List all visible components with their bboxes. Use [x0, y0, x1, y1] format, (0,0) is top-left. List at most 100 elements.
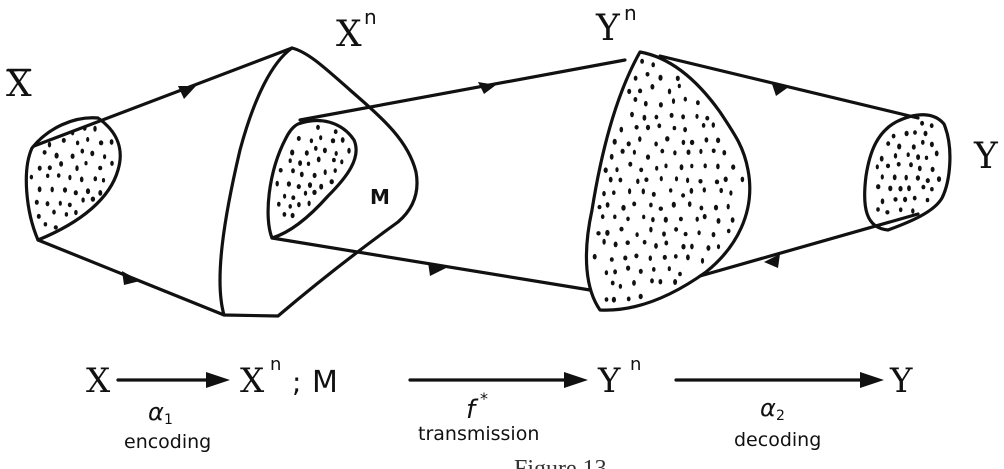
stipple-dot-y [930, 187, 934, 192]
stipple-dot-x [64, 212, 69, 217]
stipple-dot-x [59, 161, 64, 167]
stipple-dot-yn [686, 149, 691, 155]
stipple-dot-yn [716, 163, 720, 170]
stipple-dot-yn [597, 204, 602, 210]
stipple-dot-yn [677, 83, 681, 89]
stipple-dot-y [929, 141, 934, 148]
stipple-dot-yn [626, 216, 630, 222]
stipple-dot-yn [628, 161, 633, 167]
stipple-dot-x [61, 137, 66, 143]
stipple-dot-x [93, 125, 97, 132]
stipple-dot-x [79, 176, 84, 183]
stipple-dot-yn [689, 187, 694, 194]
stipple-dot-yn [695, 216, 699, 222]
stipple-dot-yn [641, 188, 645, 195]
stipple-dot-yn [609, 153, 614, 160]
stipple-dot-yn [651, 191, 656, 197]
stipple-dot-yn [702, 213, 707, 220]
blob-m [266, 118, 358, 240]
stipple-dot-y [893, 153, 898, 159]
stipple-dot-yn [633, 75, 638, 81]
label-yn-sup: n [624, 1, 637, 25]
stipple-dot-x [86, 137, 90, 142]
stipple-dot-x [85, 188, 91, 195]
stipple-dot-x [73, 190, 78, 196]
stipple-dot-yn [660, 148, 665, 154]
stipple-dot-yn [638, 136, 642, 142]
stipple-dot-yn [630, 111, 634, 118]
stipple-dot-y [925, 197, 930, 203]
stipple-dot-x [103, 154, 107, 160]
stipple-dot-yn [613, 214, 617, 220]
stipple-dot-m [323, 169, 327, 176]
flow-arrow-1-head [206, 372, 230, 388]
stipple-dot-x [98, 190, 103, 196]
stipple-dot-yn [649, 202, 653, 208]
stipple-dot-yn [621, 204, 626, 211]
flow-yn: Y [597, 361, 621, 401]
stipple-dot-y [886, 141, 891, 146]
flow-xn-sup: n [270, 354, 281, 375]
stipple-dot-y [920, 120, 925, 126]
stipple-dot-m [316, 124, 320, 130]
stipple-dot-m [278, 168, 283, 173]
stipple-dot-y [911, 208, 915, 214]
stipple-dot-y [936, 176, 942, 183]
stipple-dot-m [330, 138, 336, 144]
stipple-dot-yn [669, 112, 674, 118]
stipple-dot-y [906, 152, 910, 157]
stipple-yn [592, 58, 745, 303]
flow-y: Y [889, 361, 913, 401]
label-yn: Y [595, 8, 621, 49]
edge-yn-top [658, 54, 920, 120]
stipple-dot-y [898, 207, 903, 213]
stipple-dot-yn [657, 123, 662, 129]
label-y: Y [973, 136, 999, 177]
blob-x [24, 116, 122, 242]
stipple-dot-x [80, 148, 85, 154]
stipple-dot-x [90, 150, 95, 157]
stipple-dot-yn [719, 187, 723, 194]
stipple-dot-yn [652, 267, 656, 272]
stipple-dot-yn [699, 205, 704, 211]
stipple-dot-yn [608, 176, 613, 183]
stipple-dot-x [29, 174, 34, 180]
stipple-dot-yn [701, 123, 706, 128]
stipple-dot-x [58, 200, 62, 206]
stipple-dot-yn [642, 214, 646, 220]
stipple-dot-yn [609, 257, 614, 262]
stipple-dot-m [291, 168, 295, 174]
stipple-dot-m [312, 189, 317, 195]
stipple-dot-yn [664, 240, 669, 246]
flow-xn: X [240, 361, 265, 401]
stipple-dot-yn [686, 254, 690, 261]
stipple-dot-x [42, 150, 47, 155]
stipple-dot-yn [674, 227, 679, 232]
stipple-dot-x [43, 222, 48, 227]
stipple-dot-yn [635, 232, 639, 238]
stipple-dot-yn [671, 98, 676, 104]
stipple-dot-x [50, 186, 54, 193]
stipple-dot-yn [699, 148, 703, 154]
stipple-dot-yn [633, 97, 638, 102]
stipple-dot-y [934, 150, 939, 157]
flow-arrow-2-head [564, 372, 588, 388]
stipple-dot-yn [658, 102, 663, 108]
stipple-dot-m [347, 147, 351, 154]
figure-caption: Figure 13 [514, 456, 607, 469]
stipple-dot-yn [706, 245, 711, 251]
stipple-dot-yn [602, 190, 606, 197]
stipple-dot-yn [697, 230, 701, 236]
stipple-dot-yn [626, 296, 631, 302]
stipple-dot-yn [649, 226, 653, 233]
stipple-dot-yn [731, 164, 736, 170]
stipple-dot-yn [648, 255, 652, 261]
stipple-dot-yn [665, 136, 670, 142]
stipple-dot-yn [628, 188, 632, 195]
stipple-dot-y [876, 184, 881, 190]
stipple-dot-m [334, 151, 338, 156]
stipple-dot-yn [679, 164, 684, 171]
stipple-dot-yn [638, 268, 643, 274]
